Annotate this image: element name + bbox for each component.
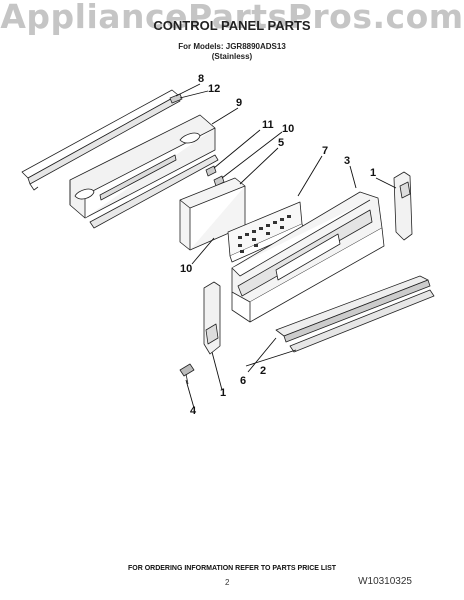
part-control-housing: [69, 114, 219, 229]
model-line: For Models: JGR8890ADS13: [178, 42, 286, 51]
watermark-text: AppliancePartsPros.com: [0, 0, 464, 36]
part-control-board: [227, 201, 305, 263]
leader-lines: [175, 83, 397, 409]
part-front-control-panel: [231, 191, 385, 323]
part-left-end-bracket: [203, 281, 221, 355]
callout-6: 6: [240, 375, 246, 387]
callout-7: 7: [322, 145, 328, 157]
callout-5: 5: [278, 137, 284, 149]
callout-numbers: 8 12 9 11 10 5 7 3 1 10 6 2 4 1: [180, 73, 376, 417]
callout-1-left: 1: [220, 387, 226, 399]
page-number: 2: [225, 578, 230, 587]
callout-9: 9: [236, 97, 242, 109]
ordering-note: FOR ORDERING INFORMATION REFER TO PARTS …: [127, 565, 337, 572]
page-title: CONTROL PANEL PARTS: [153, 18, 311, 33]
part-right-end-bracket: [393, 171, 413, 241]
part-screw: [179, 363, 195, 385]
part-clips: [205, 165, 225, 187]
callout-4: 4: [190, 405, 197, 417]
callout-12: 12: [208, 83, 220, 95]
callout-11: 11: [262, 119, 274, 131]
callout-1-right: 1: [370, 167, 376, 179]
part-bottom-trim: [289, 289, 435, 353]
callout-10-bottom: 10: [180, 263, 192, 275]
model-info: For Models: JGR8890ADS13 (Stainless): [0, 42, 464, 62]
callout-3: 3: [344, 155, 350, 167]
part-lower-trim: [275, 275, 431, 343]
callout-8: 8: [198, 73, 204, 85]
callout-2: 2: [260, 365, 266, 377]
finish-line: (Stainless): [211, 52, 253, 61]
callout-10-top: 10: [282, 123, 294, 135]
part-rear-trim-strip: [21, 89, 181, 191]
document-id: W10310325: [358, 576, 412, 587]
